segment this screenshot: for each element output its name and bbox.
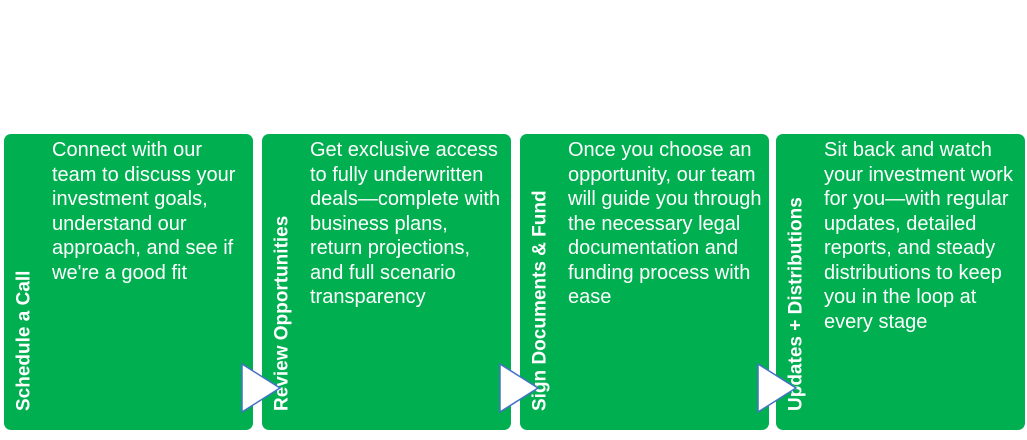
step-description: Connect with our team to discuss your in… bbox=[52, 139, 236, 284]
arrow-right-icon bbox=[241, 362, 282, 414]
step-description: Get exclusive access to fully underwritt… bbox=[310, 139, 501, 308]
step-sign-documents-fund: Sign Documents & Fund Once you choose an… bbox=[520, 134, 769, 430]
step-schedule-call: Schedule a Call Connect with our team to… bbox=[4, 134, 253, 430]
step-title-text: Schedule a Call bbox=[13, 270, 35, 411]
arrow-shape bbox=[757, 362, 798, 414]
arrow-shape bbox=[499, 362, 540, 414]
arrow-right-icon bbox=[499, 362, 540, 414]
step-title: Schedule a Call bbox=[4, 134, 44, 430]
step-description: Sit back and watch your investment work … bbox=[824, 139, 1013, 333]
step-description: Once you choose an opportunity, our team… bbox=[568, 139, 762, 308]
step-updates-distributions: Updates + Distributions Sit back and wat… bbox=[776, 134, 1025, 430]
arrow-shape bbox=[241, 362, 282, 414]
arrow-right-icon bbox=[757, 362, 798, 414]
step-review-opportunities: Review Opportunities Get exclusive acces… bbox=[262, 134, 511, 430]
